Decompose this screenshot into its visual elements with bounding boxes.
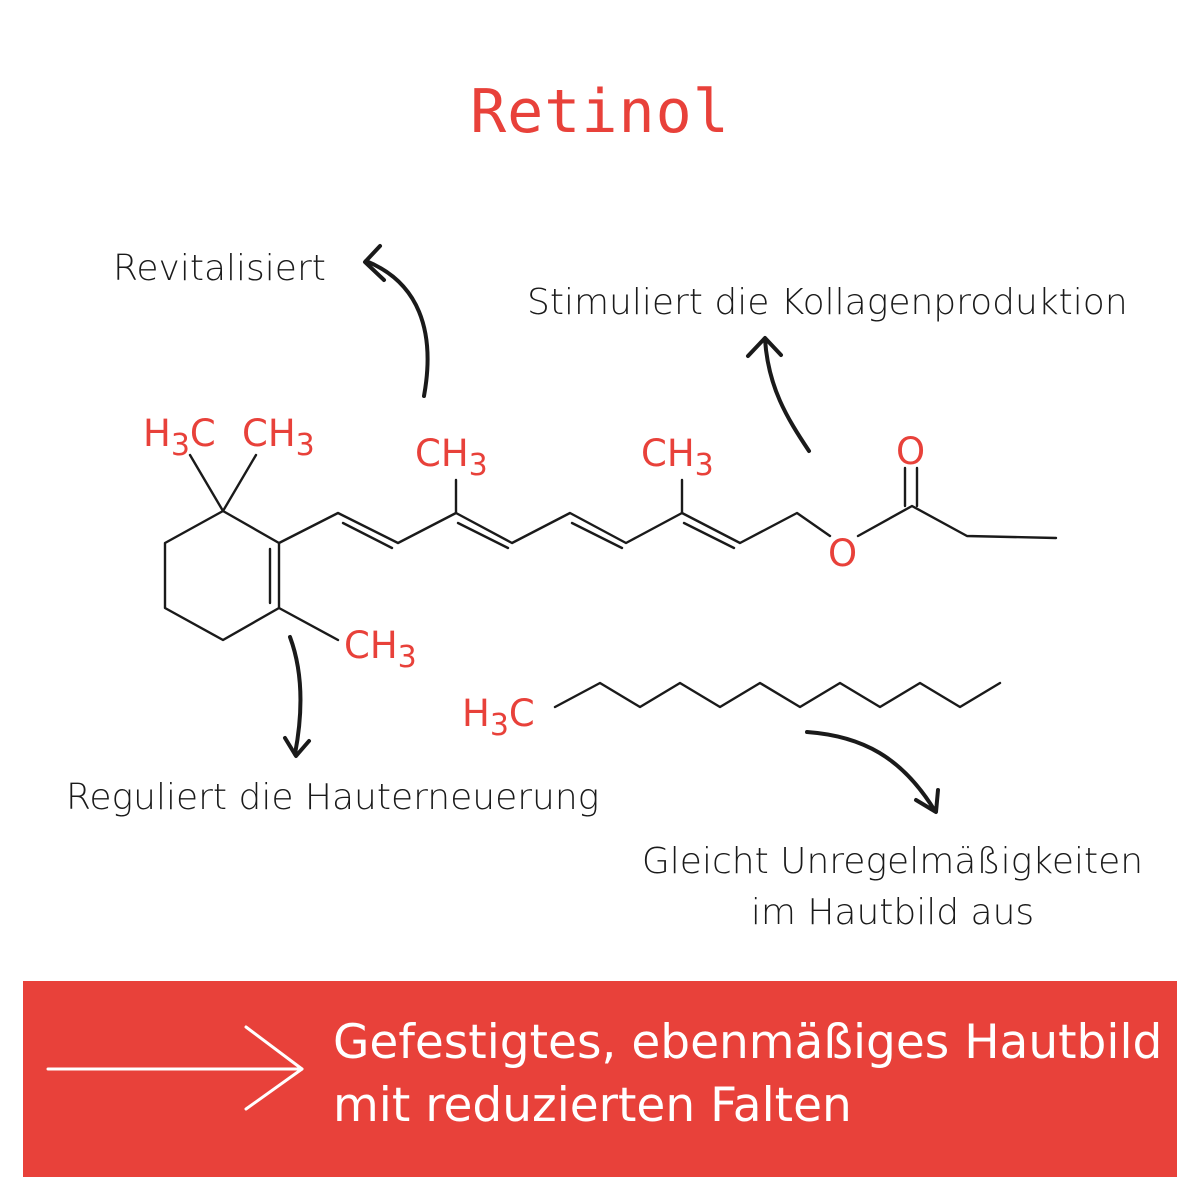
methyl-h3c-ring: H3C bbox=[143, 412, 216, 463]
methyl-ch3-chain-1: CH3 bbox=[415, 432, 488, 483]
page-title: Retinol bbox=[470, 77, 730, 147]
label-unregelmaessigkeiten-line1: Gleicht Unregelmäßigkeiten bbox=[641, 841, 1144, 882]
label-revitalisiert: Revitalisiert bbox=[113, 248, 326, 289]
oxygen-carbonyl: O bbox=[896, 430, 925, 473]
arrow-to-revitalisiert bbox=[364, 259, 430, 398]
result-text-line1: Gefestigtes, ebenmäßiges Hautbild bbox=[333, 1015, 1163, 1070]
methyl-h3c-fatty-chain: H3C bbox=[462, 692, 535, 743]
oxygen-ester: O bbox=[828, 532, 857, 575]
retinol-structure-diagram: H3C CH3 CH3 CH3 CH3 O O H3C bbox=[143, 244, 1058, 814]
label-hauterneuerung: Reguliert die Hauterneuerung bbox=[66, 777, 600, 818]
methyl-ch3-chain-2: CH3 bbox=[641, 432, 714, 483]
arrow-to-kollagenproduktion bbox=[763, 337, 811, 453]
result-text-line2: mit reduzierten Falten bbox=[333, 1078, 852, 1133]
result-arrow-icon bbox=[46, 1025, 304, 1111]
arrow-to-unregelmaessigkeiten bbox=[805, 730, 937, 813]
methyl-ch3-ring-lower: CH3 bbox=[344, 624, 417, 675]
arrow-to-hauterneuerung bbox=[288, 635, 303, 756]
result-banner bbox=[23, 981, 1177, 1177]
result-text: Gefestigtes, ebenmäßiges Hautbild mit re… bbox=[333, 1011, 1163, 1137]
label-unregelmaessigkeiten-line2: im Hautbild aus bbox=[750, 892, 1035, 933]
methyl-ch3-ring: CH3 bbox=[242, 412, 315, 463]
label-kollagenproduktion: Stimuliert die Kollagenproduktion bbox=[527, 282, 1128, 323]
molecule-bonds bbox=[163, 453, 1058, 709]
